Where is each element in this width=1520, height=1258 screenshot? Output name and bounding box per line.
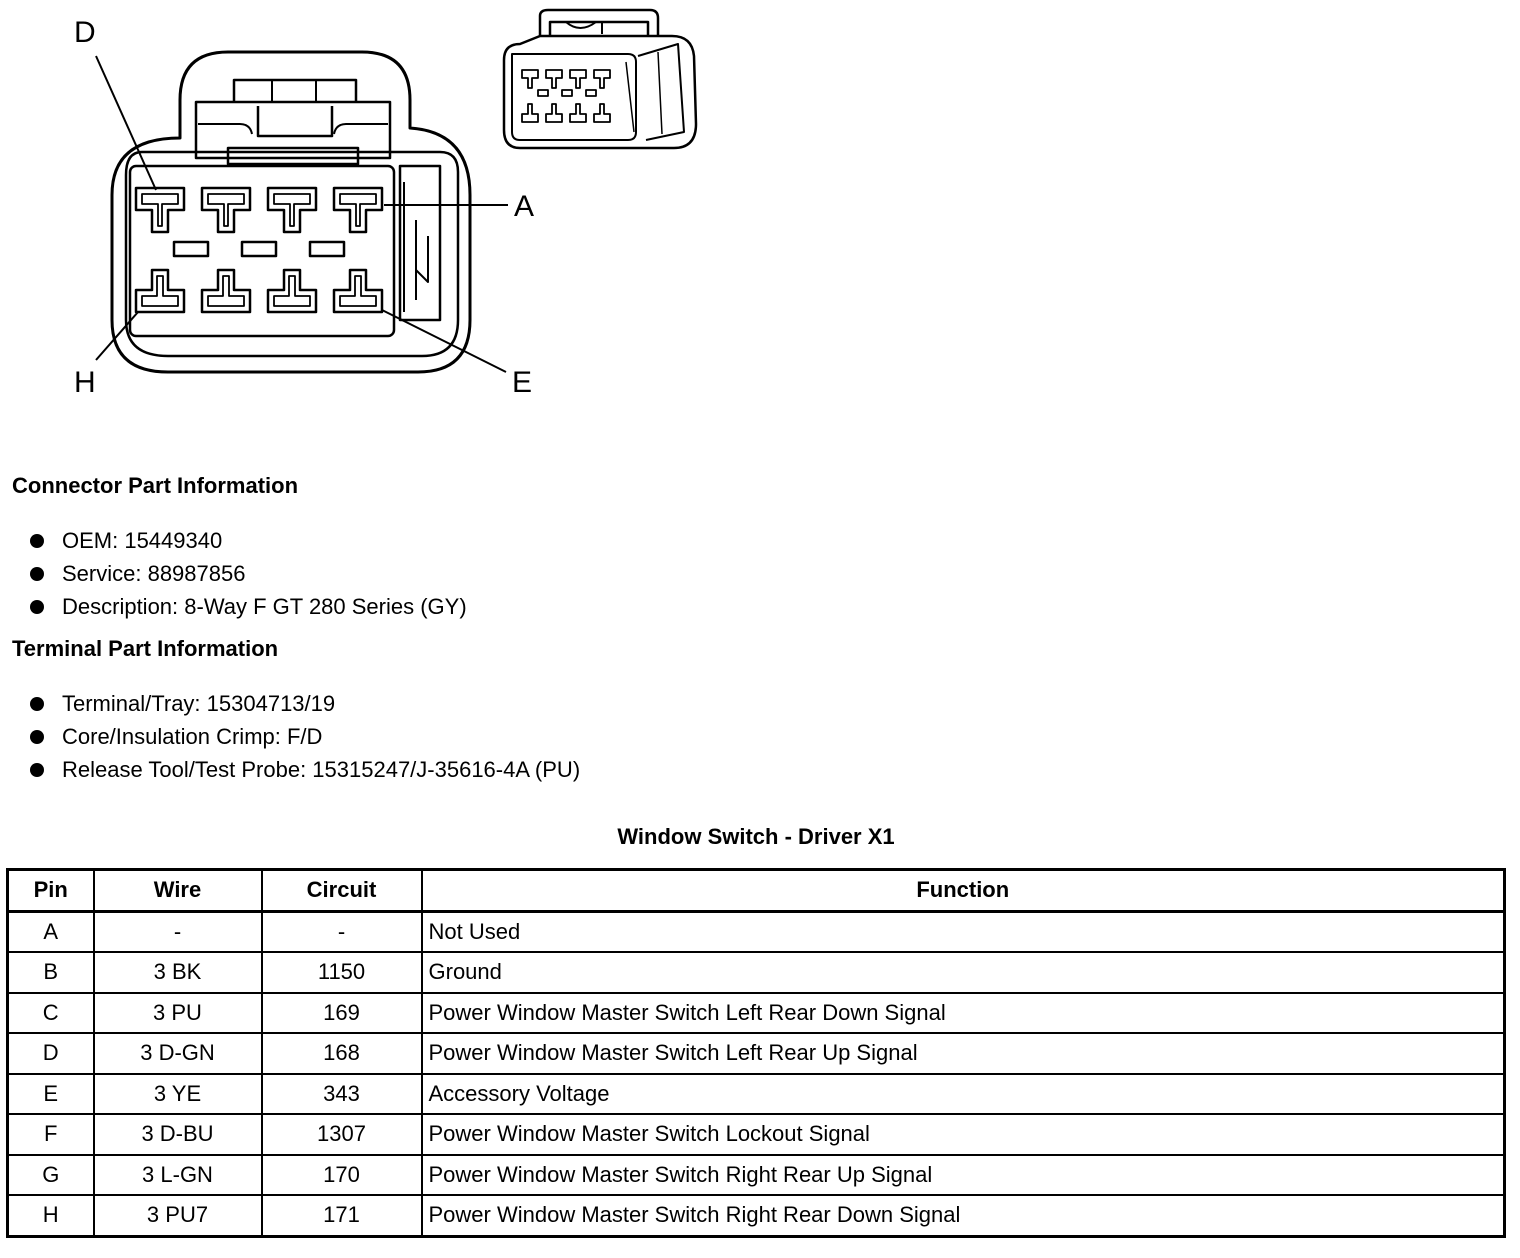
bullet-icon	[30, 600, 44, 614]
cell-pin: B	[6, 951, 95, 994]
side-lock	[398, 164, 442, 322]
cell-wire: 3 BK	[92, 951, 263, 994]
cell-function: Accessory Voltage	[420, 1072, 1506, 1115]
bullet-icon	[30, 567, 44, 581]
pin-d	[134, 186, 186, 234]
cell-circuit: -	[260, 910, 423, 953]
cell-pin: D	[6, 1032, 95, 1075]
cell-function: Ground	[420, 951, 1506, 994]
cell-wire: 3 L-GN	[92, 1153, 263, 1196]
bullet-icon	[30, 730, 44, 744]
connector-part-info-list: OEM: 15449340 Service: 88987856 Descript…	[28, 524, 467, 623]
cell-circuit: 169	[260, 991, 423, 1034]
cell-wire: -	[92, 910, 263, 953]
callout-e: E	[512, 366, 532, 399]
cell-circuit: 1307	[260, 1113, 423, 1156]
cell-circuit: 1150	[260, 951, 423, 994]
connector-housing-outline	[110, 50, 472, 374]
list-item: Core/Insulation Crimp: F/D	[28, 720, 580, 753]
pin-f	[266, 268, 318, 314]
pin-row-bottom	[134, 268, 384, 314]
cell-function: Power Window Master Switch Left Rear Up …	[420, 1032, 1506, 1075]
cell-pin: F	[6, 1113, 95, 1156]
pin-h	[134, 268, 186, 314]
cavity-field	[128, 164, 396, 338]
latch-tab	[256, 106, 334, 138]
leader-d	[95, 55, 157, 191]
cell-function: Not Used	[420, 910, 1506, 953]
list-item: Release Tool/Test Probe: 15315247/J-3561…	[28, 753, 580, 786]
table-row: A--Not Used	[6, 910, 1506, 953]
terminal-part-info-title: Terminal Part Information	[12, 636, 279, 661]
cell-pin: G	[6, 1153, 95, 1196]
cell-circuit: 170	[260, 1153, 423, 1196]
leader-e	[381, 309, 507, 373]
pin-e	[332, 268, 384, 314]
connector-part-info-title: Connector Part Information	[12, 473, 299, 498]
cell-function: Power Window Master Switch Right Rear Up…	[420, 1153, 1506, 1196]
callout-h: H	[74, 366, 96, 399]
pin-g	[200, 268, 252, 314]
bullet-icon	[30, 534, 44, 548]
cell-circuit: 168	[260, 1032, 423, 1075]
pin-a	[332, 186, 384, 234]
list-item-text: OEM: 15449340	[62, 528, 223, 553]
list-item: Description: 8-Way F GT 280 Series (GY)	[28, 590, 467, 623]
pin-b	[266, 186, 318, 234]
latch-body	[194, 100, 392, 160]
list-item-text: Service: 88987856	[62, 561, 246, 586]
bullet-icon	[30, 697, 44, 711]
latch-base	[226, 146, 360, 166]
list-item: OEM: 15449340	[28, 524, 467, 557]
list-item-text: Terminal/Tray: 15304713/19	[62, 691, 336, 716]
header-pin: Pin	[6, 868, 95, 913]
pin-row-top	[134, 186, 384, 234]
cell-wire: 3 D-BU	[92, 1113, 263, 1156]
list-item-text: Core/Insulation Crimp: F/D	[62, 724, 323, 749]
cell-pin: H	[6, 1194, 95, 1237]
cell-pin: C	[6, 991, 95, 1034]
table-title: Window Switch - Driver X1	[617, 824, 895, 849]
cell-wire: 3 YE	[92, 1072, 263, 1115]
list-item: Service: 88987856	[28, 557, 467, 590]
list-item-text: Description: 8-Way F GT 280 Series (GY)	[62, 594, 467, 619]
list-item-text: Release Tool/Test Probe: 15315247/J-3561…	[62, 757, 581, 782]
bullet-icon	[30, 763, 44, 777]
cell-wire: 3 PU7	[92, 1194, 263, 1237]
cell-wire: 3 D-GN	[92, 1032, 263, 1075]
cell-pin: E	[6, 1072, 95, 1115]
list-item: Terminal/Tray: 15304713/19	[28, 687, 580, 720]
connector-diagram: D A H E	[74, 8, 698, 399]
terminal-part-info-list: Terminal/Tray: 15304713/19 Core/Insulati…	[28, 687, 580, 786]
callout-a: A	[514, 190, 534, 223]
latch-top	[232, 78, 358, 102]
header-function: Function	[420, 868, 1506, 913]
header-circuit: Circuit	[260, 868, 423, 913]
header-wire: Wire	[92, 868, 263, 913]
cell-function: Power Window Master Switch Left Rear Dow…	[420, 991, 1506, 1034]
table-header-row: Pin Wire Circuit Function	[6, 868, 1506, 913]
pin-c	[200, 186, 252, 234]
cell-circuit: 343	[260, 1072, 423, 1115]
cell-circuit: 171	[260, 1194, 423, 1237]
connector-3d-view	[502, 8, 698, 150]
cell-wire: 3 PU	[92, 991, 263, 1034]
cell-pin: A	[6, 910, 95, 953]
connector-inner-outline	[124, 150, 460, 358]
callout-d: D	[74, 16, 96, 49]
cell-function: Power Window Master Switch Lockout Signa…	[420, 1113, 1506, 1156]
cell-function: Power Window Master Switch Right Rear Do…	[420, 1194, 1506, 1237]
leader-h	[95, 311, 139, 361]
